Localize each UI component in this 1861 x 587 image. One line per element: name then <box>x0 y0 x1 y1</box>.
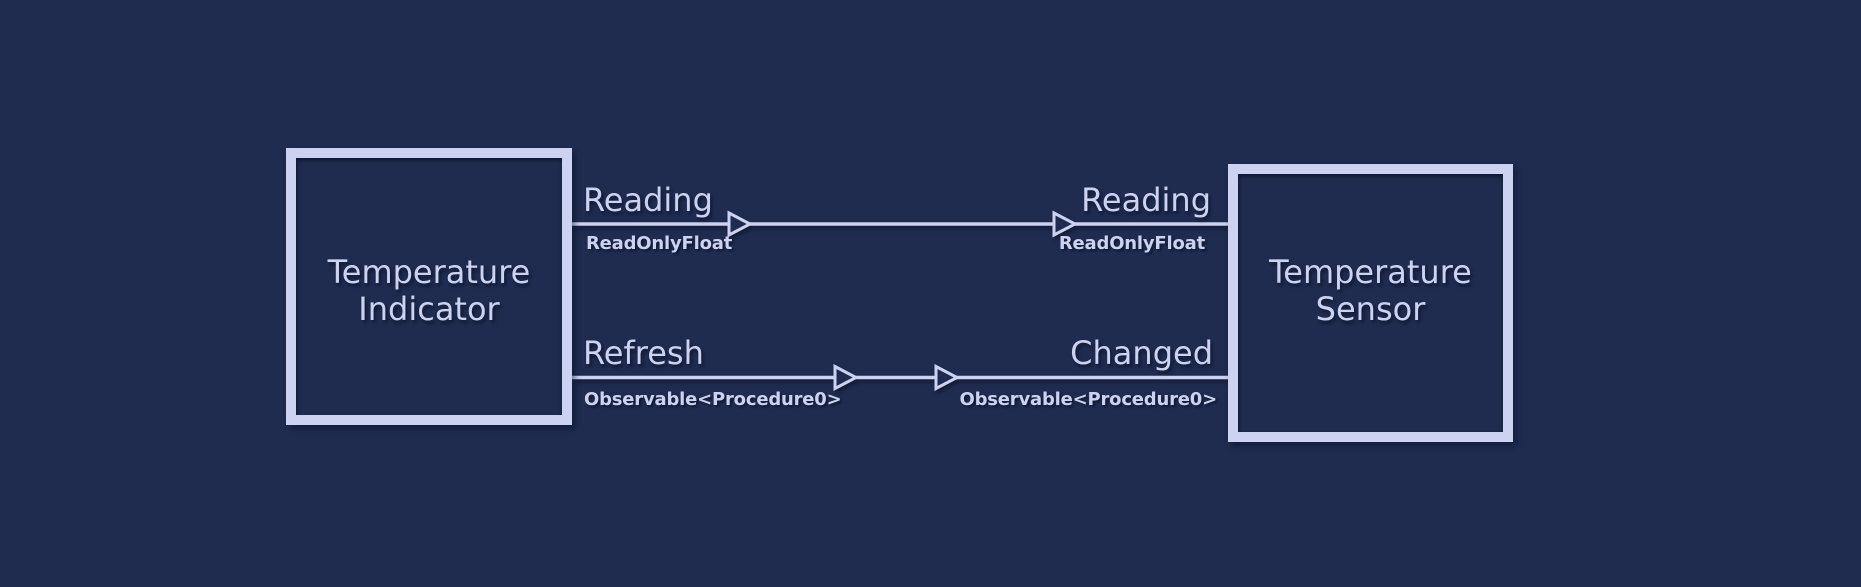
port-changed-type: Observable<Procedure0> <box>959 389 1217 410</box>
arrowhead-right-icon <box>833 364 860 391</box>
port-reading-right-label[interactable]: Reading <box>1081 181 1211 219</box>
arrowhead-right-icon <box>1052 210 1079 238</box>
port-reading-left-label[interactable]: Reading <box>583 181 713 219</box>
port-reading-right-type: ReadOnlyFloat <box>1058 233 1205 254</box>
connection-refresh-changed[interactable] <box>572 364 1229 391</box>
port-reading-left-type: ReadOnlyFloat <box>586 233 733 254</box>
node-title-line: Temperature <box>1269 253 1472 291</box>
node-title-line: Indicator <box>358 290 500 328</box>
port-refresh-type: Observable<Procedure0> <box>584 389 842 410</box>
node-title: Temperature Sensor <box>1238 254 1503 328</box>
arrowhead-right-icon <box>727 210 754 238</box>
node-temperature-indicator[interactable]: Temperature Indicator <box>286 148 572 425</box>
arrowhead-right-icon <box>934 364 961 391</box>
node-title-line: Temperature <box>327 253 531 291</box>
node-title: Temperature Indicator <box>296 254 562 328</box>
node-title-line: Sensor <box>1315 290 1426 328</box>
port-changed-label[interactable]: Changed <box>1070 334 1213 372</box>
connection-reading[interactable] <box>572 210 1228 238</box>
port-refresh-label[interactable]: Refresh <box>583 334 704 372</box>
node-temperature-sensor[interactable]: Temperature Sensor <box>1228 164 1513 442</box>
